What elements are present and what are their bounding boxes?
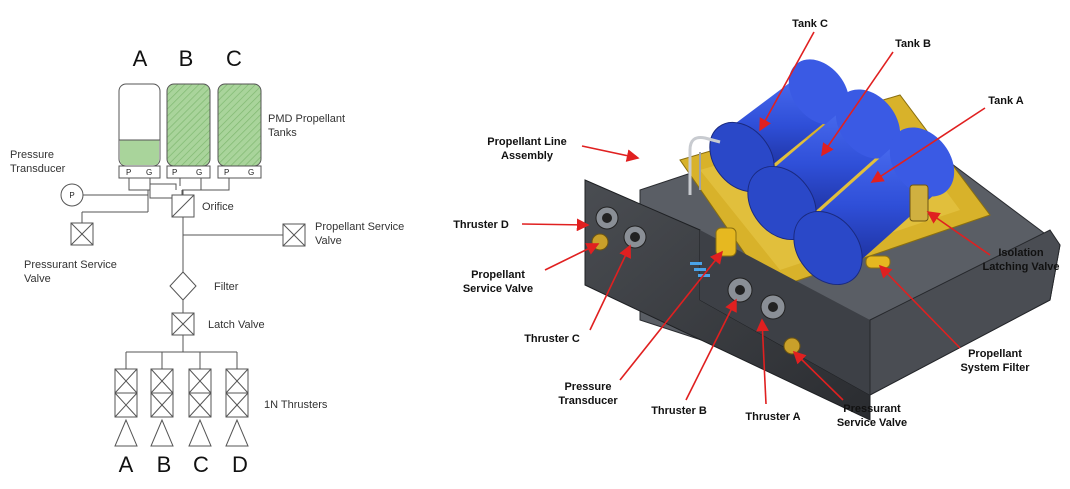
pressurant-service-valve-render xyxy=(783,337,801,355)
callout-propellant-service-valve-2: Service Valve xyxy=(463,283,533,295)
svg-text:P: P xyxy=(224,168,229,177)
filter-label: Filter xyxy=(214,281,239,293)
schematic: A B C P G P G P G PMD Propellant xyxy=(10,46,404,477)
callout-arrows xyxy=(521,31,991,405)
tank-letter-b: B xyxy=(179,46,194,71)
callout-tank-a: Tank A xyxy=(988,95,1024,107)
callout-propellant-line-2: Assembly xyxy=(501,150,554,162)
tank-b xyxy=(166,83,211,167)
propellant-line-render xyxy=(688,136,721,195)
callout-propellant-system-filter-1: Propellant xyxy=(968,348,1022,360)
thruster-letter-d: D xyxy=(232,452,248,477)
tank-letter-a: A xyxy=(133,46,148,71)
orifice-label: Orifice xyxy=(202,201,234,213)
tank-c xyxy=(217,83,262,167)
callout-isolation-latching-valve-1: Isolation xyxy=(998,247,1044,259)
pressurant-service-valve-label-2: Valve xyxy=(24,273,51,285)
callout-pressure-transducer-2: Transducer xyxy=(558,395,618,407)
latch-valve-label: Latch Valve xyxy=(208,319,265,331)
callout-pressurant-service-valve-1: Pressurant xyxy=(843,403,901,415)
propulsion-unit-render xyxy=(584,59,1061,421)
propellant-service-valve-render xyxy=(591,233,609,251)
callout-pressurant-service-valve-2: Service Valve xyxy=(837,417,907,429)
pressure-transducer-label-2: Transducer xyxy=(10,163,66,175)
propellant-service-valve-label-2: Valve xyxy=(315,235,342,247)
filter-render xyxy=(865,255,891,269)
thruster-c-symbol xyxy=(188,352,212,447)
callout-thruster-d: Thruster D xyxy=(453,219,509,231)
svg-text:G: G xyxy=(248,168,254,177)
callout-labels: Tank C Tank B Tank A Propellant Line Ass… xyxy=(453,18,1059,429)
pressurant-service-valve-symbol xyxy=(70,222,94,246)
thruster-d-symbol xyxy=(225,352,249,447)
callout-propellant-system-filter-2: System Filter xyxy=(960,362,1030,374)
svg-text:P: P xyxy=(126,168,131,177)
pressure-transducer-label-1: Pressure xyxy=(10,149,54,161)
thruster-b-symbol xyxy=(150,352,174,447)
pressure-transducer-render xyxy=(715,227,737,257)
tank-a-render xyxy=(793,127,955,286)
svg-text:P: P xyxy=(172,168,177,177)
latch-valve-symbol xyxy=(171,312,195,336)
tank-ports: P G P G P G xyxy=(118,165,262,179)
thruster-a-symbol xyxy=(114,352,138,447)
latching-valve-render xyxy=(909,184,929,222)
callout-tank-b: Tank B xyxy=(895,38,931,50)
propellant-service-valve-label-1: Propellant Service xyxy=(315,221,404,233)
thruster-letter-b: B xyxy=(157,452,172,477)
thruster-letter-c: C xyxy=(193,452,209,477)
callout-propellant-service-valve-1: Propellant xyxy=(471,269,525,281)
callout-thruster-b: Thruster B xyxy=(651,405,707,417)
callout-thruster-a: Thruster A xyxy=(745,411,800,423)
callout-tank-c: Tank C xyxy=(792,18,828,30)
svg-text:G: G xyxy=(146,168,152,177)
orifice-symbol xyxy=(171,194,195,218)
tank-c-render xyxy=(709,59,850,193)
thrusters-label: 1N Thrusters xyxy=(264,399,328,411)
pressurant-service-valve-label-1: Pressurant Service xyxy=(24,259,117,271)
svg-text:G: G xyxy=(196,168,202,177)
thruster-letter-a: A xyxy=(119,452,134,477)
thruster-nozzles-render xyxy=(595,206,786,320)
filter-symbol xyxy=(169,271,197,301)
tank-letter-c: C xyxy=(226,46,242,71)
tank-a xyxy=(118,83,161,167)
callout-isolation-latching-valve-2: Latching Valve xyxy=(982,261,1059,273)
callout-thruster-c: Thruster C xyxy=(524,333,580,345)
svg-text:P: P xyxy=(69,191,74,200)
tanks-label-2: Tanks xyxy=(268,127,297,139)
callout-pressure-transducer-1: Pressure xyxy=(564,381,611,393)
propellant-service-valve-symbol xyxy=(282,223,306,247)
tanks-label-1: PMD Propellant xyxy=(268,113,345,125)
thruster-symbols xyxy=(114,352,249,447)
callout-propellant-line-1: Propellant Line xyxy=(487,136,566,148)
